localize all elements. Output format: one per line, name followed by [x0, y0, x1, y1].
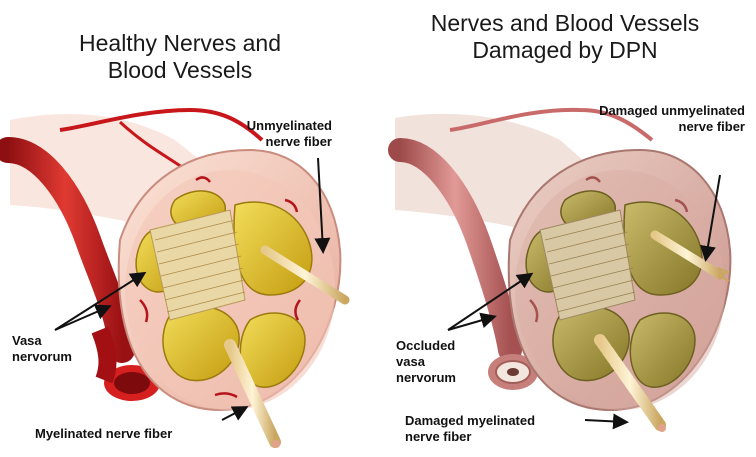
- healthy-title-line2: Blood Vessels: [20, 57, 340, 84]
- damaged-unmyelinated-line1: Damaged unmyelinated: [545, 103, 745, 119]
- damaged-myelinated-label: Damaged myelinated nerve fiber: [405, 413, 585, 445]
- myelinated-nerve-fiber-label: Myelinated nerve fiber: [35, 426, 235, 442]
- healthy-panel-title: Healthy Nerves and Blood Vessels: [20, 30, 340, 84]
- damaged-panel-title: Nerves and Blood Vessels Damaged by DPN: [380, 10, 750, 64]
- healthy-unmyelinated-label: Unmyelinated nerve fiber: [200, 118, 332, 150]
- damaged-unmyelinated-label: Damaged unmyelinated nerve fiber: [545, 103, 745, 135]
- vasa-line1: Vasa: [12, 333, 102, 349]
- healthy-unmyelinated-line2: nerve fiber: [200, 134, 332, 150]
- occluded-line3: nervorum: [396, 370, 486, 386]
- vasa-nervorum-label: Vasa nervorum: [12, 333, 102, 365]
- damaged-myelinated-line2: nerve fiber: [405, 429, 585, 445]
- healthy-unmyelinated-line1: Unmyelinated: [200, 118, 332, 134]
- healthy-title-line1: Healthy Nerves and: [20, 30, 340, 57]
- occluded-line2: vasa: [396, 354, 486, 370]
- occluded-line1: Occluded: [396, 338, 486, 354]
- damaged-title-line2: Damaged by DPN: [380, 37, 750, 64]
- damaged-title-line1: Nerves and Blood Vessels: [380, 10, 750, 37]
- damaged-myelinated-line1: Damaged myelinated: [405, 413, 585, 429]
- myelinated-text: Myelinated nerve fiber: [35, 426, 235, 442]
- damaged-unmyelinated-line2: nerve fiber: [545, 119, 745, 135]
- occluded-vasa-nervorum-label: Occluded vasa nervorum: [396, 338, 486, 386]
- healthy-nerve-illustration: [8, 110, 345, 448]
- vasa-line2: nervorum: [12, 349, 102, 365]
